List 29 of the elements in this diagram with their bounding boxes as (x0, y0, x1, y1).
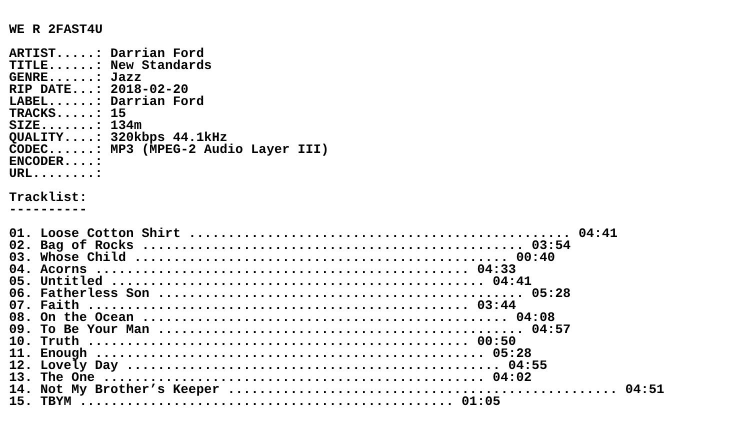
info-line: SIZE.......: 134m (9, 120, 142, 132)
info-line: LABEL......: Darrian Ford (9, 96, 204, 108)
track-line: 05. Untitled ................................................ 04:41 (9, 276, 532, 288)
track-line: 13. The One ................................................. 04:02 (9, 372, 532, 384)
info-line: ARTIST.....: Darrian Ford (9, 48, 204, 60)
info-line: GENRE......: Jazz (9, 72, 142, 84)
underline-dashes: ---------- (9, 204, 88, 216)
info-line: TITLE......: New Standards (9, 60, 212, 72)
track-line: 04. Acorns ................................................ 04:33 (9, 264, 516, 276)
info-line: QUALITY....: 320kbps 44.1kHz (9, 132, 228, 144)
info-line: RIP DATE...: 2018-02-20 (9, 84, 188, 96)
track-line: 14. Not My Brother’s Keeper .................................................. 04:51 (9, 384, 664, 396)
info-line: ENCODER....: (9, 156, 103, 168)
release-group-heading: WE R 2FAST4U (9, 24, 103, 36)
track-line: 01. Loose Cotton Shirt ................................................. 04:41 (9, 228, 618, 240)
track-line: 06. Fatherless Son ............................................... 05:28 (9, 288, 571, 300)
track-line: 10. Truth ................................................. 00:50 (9, 336, 516, 348)
info-line: URL........: (9, 168, 103, 180)
track-line: 11. Enough .................................................. 05:28 (9, 348, 532, 360)
tracklist-heading: Tracklist: (9, 192, 88, 204)
info-line: TRACKS.....: 15 (9, 108, 126, 120)
track-line: 03. Whose Child ................................................ 00:40 (9, 252, 556, 264)
track-line: 15. TBYM ................................................ 01:05 (9, 396, 500, 408)
track-line: 07. Faith ................................................. 03:44 (9, 300, 516, 312)
info-line: CODEC......: MP3 (MPEG-2 Audio Layer III) (9, 144, 329, 156)
track-line: 12. Lovely Day ................................................ 04:55 (9, 360, 548, 372)
track-line: 08. On the Ocean ............................................... 04:08 (9, 312, 556, 324)
track-line: 09. To Be Your Man ............................................... 04:57 (9, 324, 571, 336)
track-line: 02. Bag of Rocks ................................................. 03:54 (9, 240, 571, 252)
